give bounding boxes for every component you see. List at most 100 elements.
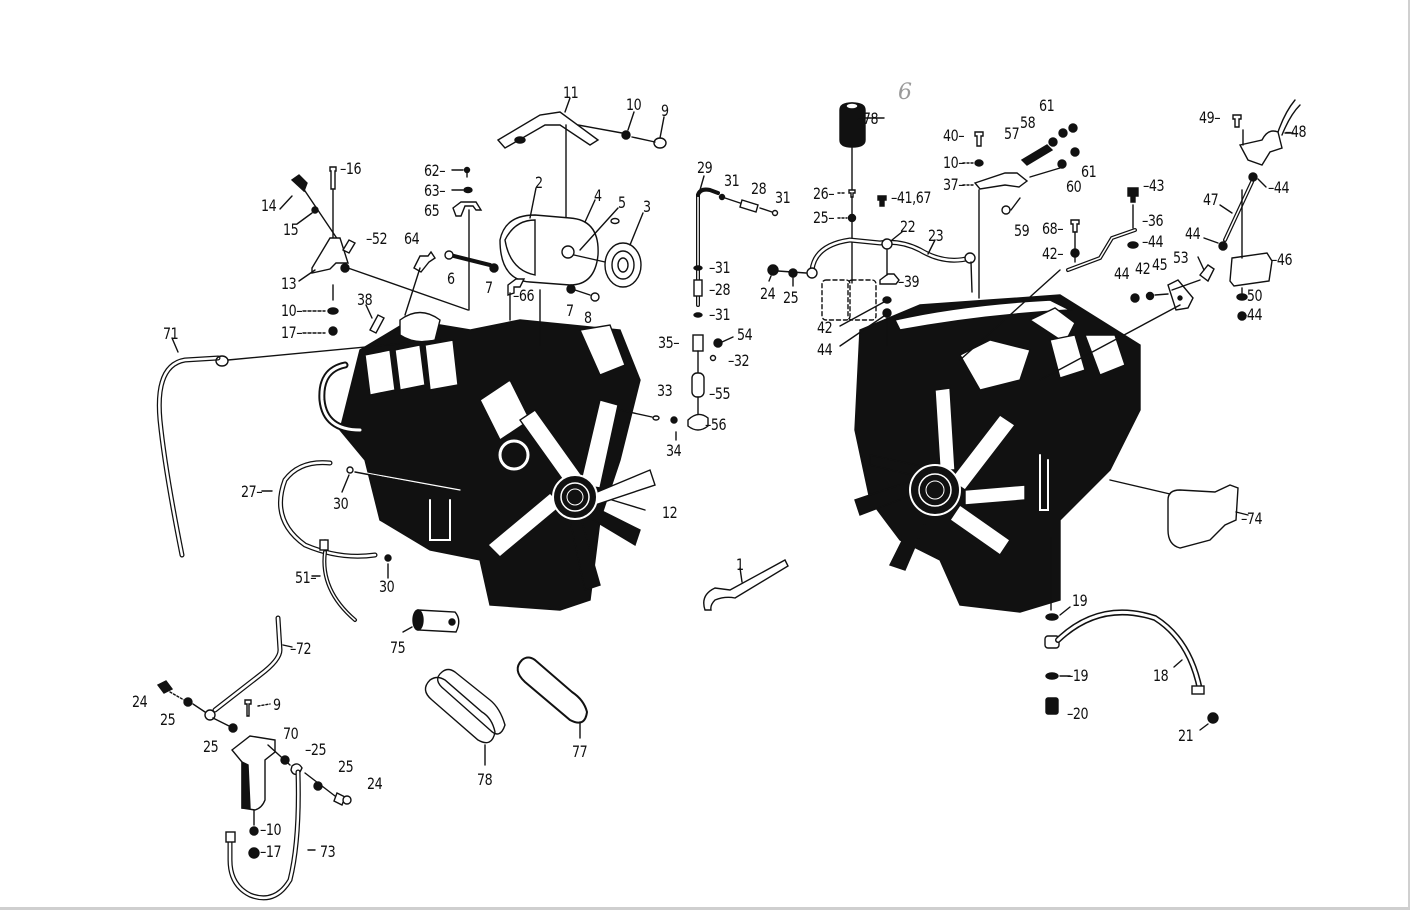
left-upper-leaders bbox=[227, 97, 667, 361]
part-label-41_67: –41,67 bbox=[891, 188, 931, 207]
part-label-58: 58 bbox=[1020, 113, 1036, 132]
part-label-48: –48 bbox=[1285, 122, 1307, 141]
part-label-45: 45 bbox=[1152, 255, 1168, 274]
page-edge-bottom bbox=[0, 907, 1410, 910]
part-label-10c: 10– bbox=[943, 153, 965, 172]
part-label-61b: 61 bbox=[1081, 162, 1097, 181]
part-label-18: 18 bbox=[1153, 666, 1169, 685]
part-label-10d: –10 bbox=[260, 820, 282, 839]
part-label-30a: 30 bbox=[333, 494, 349, 513]
part-label-16: –16 bbox=[340, 159, 362, 178]
part-label-10b: 10– bbox=[281, 301, 303, 320]
fuel-filter-assembly bbox=[156, 615, 352, 901]
part-label-5: 5 bbox=[618, 193, 626, 212]
part-label-19b: –19 bbox=[1067, 666, 1089, 685]
part-label-78b: 78 bbox=[477, 770, 493, 789]
part-label-44e: 44 bbox=[1185, 224, 1201, 243]
part-label-62: 62– bbox=[424, 161, 446, 180]
part-label-44c: 44 bbox=[1114, 264, 1130, 283]
part-label-60: 60 bbox=[1066, 177, 1082, 196]
part-label-43: –43 bbox=[1143, 176, 1165, 195]
part-label-33: 33 bbox=[657, 381, 673, 400]
part-label-25b: 25 bbox=[783, 288, 799, 307]
part-label-7a: 7 bbox=[485, 278, 493, 297]
left-engine-block bbox=[318, 311, 656, 611]
part-label-74: –74 bbox=[1241, 509, 1263, 528]
part-label-66: –66 bbox=[513, 286, 535, 305]
part-label-1: 1 bbox=[736, 555, 744, 574]
part-label-32: –32 bbox=[728, 351, 750, 370]
part-label-25d: 25 bbox=[203, 737, 219, 756]
part-label-25a: 25– bbox=[813, 208, 835, 227]
part-label-54: 54 bbox=[737, 325, 753, 344]
part-label-25c: 25 bbox=[160, 710, 176, 729]
part-label-34: 34 bbox=[666, 441, 682, 460]
part-label-46: –46 bbox=[1271, 250, 1293, 269]
part-label-11: 11 bbox=[563, 83, 579, 102]
part-label-51: 51– bbox=[295, 568, 317, 587]
part-label-28a: 28 bbox=[751, 179, 767, 198]
part-label-65: 65 bbox=[424, 201, 440, 220]
part-label-24c: 24 bbox=[367, 774, 383, 793]
part-label-44d: –44 bbox=[1268, 178, 1290, 197]
part-label-22: 22 bbox=[900, 217, 916, 236]
handwritten-annotation: 6 bbox=[898, 80, 912, 105]
part-label-27: 27– bbox=[241, 482, 263, 501]
part-label-23: 23 bbox=[928, 226, 944, 245]
starter-74 bbox=[1109, 479, 1249, 549]
part-label-24b: 24 bbox=[132, 692, 148, 711]
part-label-3: 3 bbox=[643, 197, 651, 216]
part-label-52: –52 bbox=[366, 229, 388, 248]
part-label-56: –56 bbox=[705, 415, 727, 434]
part-label-14: 14 bbox=[261, 196, 277, 215]
part-label-21: 21 bbox=[1178, 726, 1194, 745]
linkage-29-56 bbox=[619, 175, 779, 441]
part-label-77: 77 bbox=[572, 742, 588, 761]
part-label-17b: –17 bbox=[260, 842, 282, 861]
part-label-8: 8 bbox=[584, 308, 592, 327]
part-label-17a: 17– bbox=[281, 323, 303, 342]
wrench-1 bbox=[703, 559, 789, 611]
right-upper-parts bbox=[767, 99, 1301, 381]
part-label-25e: –25 bbox=[305, 740, 327, 759]
part-label-30b: 30 bbox=[379, 577, 395, 596]
filter-75 bbox=[402, 609, 460, 633]
part-label-72: –72 bbox=[290, 639, 312, 658]
part-label-19a: 19 bbox=[1072, 591, 1088, 610]
part-label-15: 15 bbox=[283, 220, 299, 239]
belts bbox=[424, 656, 589, 766]
oil-line-18 bbox=[1044, 537, 1219, 731]
part-label-57: 57 bbox=[1004, 124, 1020, 143]
part-label-42a: 42 bbox=[817, 318, 833, 337]
part-label-68: 68– bbox=[1042, 219, 1064, 238]
part-label-37: 37– bbox=[943, 175, 965, 194]
part-label-9b: 9 bbox=[273, 695, 281, 714]
part-label-71: 71 bbox=[163, 324, 179, 343]
part-label-70: 70 bbox=[283, 724, 299, 743]
part-label-2: 2 bbox=[535, 173, 543, 192]
part-label-75: 75 bbox=[390, 638, 406, 657]
part-label-64: 64 bbox=[404, 229, 420, 248]
right-engine-block bbox=[854, 294, 1141, 613]
part-label-20: –20 bbox=[1067, 704, 1089, 723]
part-label-73: 73 bbox=[320, 842, 336, 861]
part-label-40: 40– bbox=[943, 126, 965, 145]
part-label-38: 38 bbox=[357, 290, 373, 309]
part-label-10a: 10 bbox=[626, 95, 642, 114]
part-label-7b: 7 bbox=[566, 301, 574, 320]
part-label-39: –39 bbox=[898, 272, 920, 291]
page-edge-right bbox=[1408, 0, 1410, 910]
part-label-31c: –31 bbox=[709, 258, 731, 277]
part-label-13: 13 bbox=[281, 274, 297, 293]
left-fan bbox=[488, 399, 656, 591]
part-label-63: 63– bbox=[424, 181, 446, 200]
part-label-47: 47 bbox=[1203, 190, 1219, 209]
part-label-44f: –44 bbox=[1241, 305, 1263, 324]
part-label-28b: –28 bbox=[709, 280, 731, 299]
part-label-50: –50 bbox=[1241, 286, 1263, 305]
part-label-4: 4 bbox=[594, 186, 602, 205]
part-label-59: 59 bbox=[1014, 221, 1030, 240]
part-label-31b: 31 bbox=[775, 188, 791, 207]
part-label-6: 6 bbox=[447, 269, 455, 288]
